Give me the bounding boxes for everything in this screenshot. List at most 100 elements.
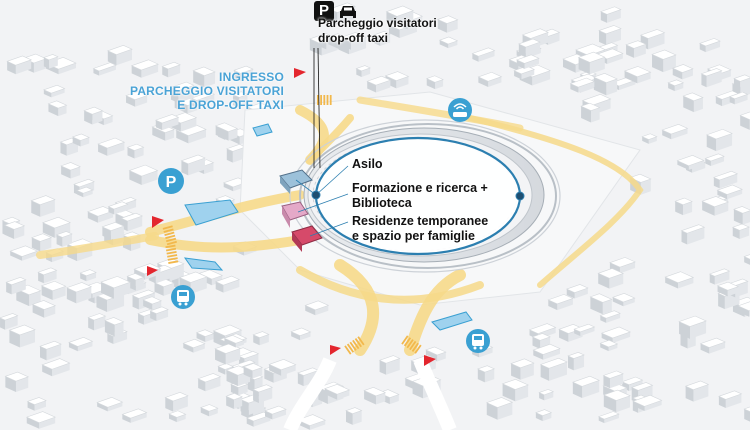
building-side [58, 63, 76, 75]
building-roof [268, 359, 297, 371]
building-roof [600, 326, 632, 339]
building-side [580, 326, 595, 337]
building-side [40, 237, 52, 252]
building-front [439, 40, 449, 49]
building-side [156, 309, 169, 321]
building-side [211, 275, 223, 286]
building-roof [538, 389, 555, 396]
building-front [31, 200, 41, 217]
building-front [76, 190, 84, 198]
building-side [714, 201, 729, 216]
building-front [509, 59, 519, 72]
building-roof [373, 31, 391, 38]
building-side [637, 72, 651, 84]
building-side [606, 313, 621, 323]
building-side [188, 158, 205, 176]
callout-line-asilo-text [315, 165, 349, 196]
red-triangle-icon [152, 216, 164, 228]
building-side [725, 393, 742, 408]
building-side [43, 270, 57, 284]
building-roof [126, 273, 145, 281]
entry-markers [147, 68, 436, 366]
building-front [226, 148, 233, 163]
building-front [305, 305, 316, 316]
building-roof [384, 71, 410, 81]
building-roof [630, 382, 654, 391]
building-front [486, 402, 498, 420]
building-side [253, 415, 271, 427]
building-roof [6, 55, 33, 66]
building-roof [125, 91, 148, 101]
building-front [668, 82, 675, 92]
building-front [581, 106, 591, 123]
building-side [114, 321, 124, 337]
bus-stop-icon[interactable] [171, 285, 195, 309]
building-side [300, 331, 311, 341]
building-roof [728, 91, 749, 100]
road-left-out [36, 232, 159, 259]
building-front [0, 317, 6, 330]
building-side [674, 82, 684, 92]
red-triangle-icon [424, 355, 436, 366]
building-side [62, 234, 72, 247]
building-front [734, 78, 741, 94]
building-side [49, 56, 58, 69]
residenze-block-side [292, 232, 302, 252]
building-roof [128, 164, 159, 177]
building-roof [477, 365, 496, 373]
road-bottom-out2 [413, 357, 457, 430]
building-front [532, 336, 541, 349]
callout-line-formazione [297, 193, 349, 213]
building-roof [661, 123, 689, 135]
building-front [633, 401, 645, 411]
building-front [478, 76, 489, 88]
crosswalk-stripe [164, 231, 175, 236]
building-front [215, 348, 226, 365]
bus-stop-icon[interactable] [466, 329, 490, 353]
building-roof [47, 100, 68, 109]
building-roof [565, 284, 589, 293]
building-side [107, 294, 125, 312]
building-front [681, 230, 688, 245]
building-side [127, 215, 143, 232]
building-roof [731, 223, 750, 231]
building-side [178, 85, 194, 103]
building-side [671, 128, 688, 140]
building-front [700, 343, 710, 354]
parking-circle-icon[interactable] [158, 168, 184, 194]
building-roof [43, 84, 66, 94]
building-front [265, 410, 273, 420]
wifi-shuttle-icon[interactable] [448, 98, 472, 122]
building-roof [733, 74, 750, 82]
building-front [80, 273, 87, 282]
building-front [572, 382, 583, 398]
building-front [709, 274, 715, 285]
building-side [155, 268, 172, 284]
callout-node-left [311, 190, 321, 200]
building-side [107, 402, 123, 412]
road-top-mid [306, 114, 354, 164]
building-roof [532, 343, 561, 355]
building-roof [96, 397, 124, 408]
building-front [174, 99, 188, 114]
crosswalk-stripe [346, 343, 355, 353]
building-roof [698, 38, 721, 47]
building-front [540, 364, 550, 381]
building-side [693, 97, 703, 113]
building-roof [126, 143, 145, 151]
building-side [607, 9, 621, 23]
crosswalk-stripe [167, 257, 178, 261]
building-side [205, 376, 221, 392]
asilo-block-side [280, 176, 290, 194]
building-roof [149, 306, 169, 315]
building-roof [378, 389, 400, 398]
crosswalk-stripe [344, 345, 352, 355]
building-front [240, 399, 249, 415]
building-front [6, 282, 12, 295]
building-side [742, 210, 750, 225]
building-roof [296, 414, 327, 426]
building-side [688, 160, 704, 170]
building-side [616, 395, 631, 413]
building-side [141, 64, 159, 78]
